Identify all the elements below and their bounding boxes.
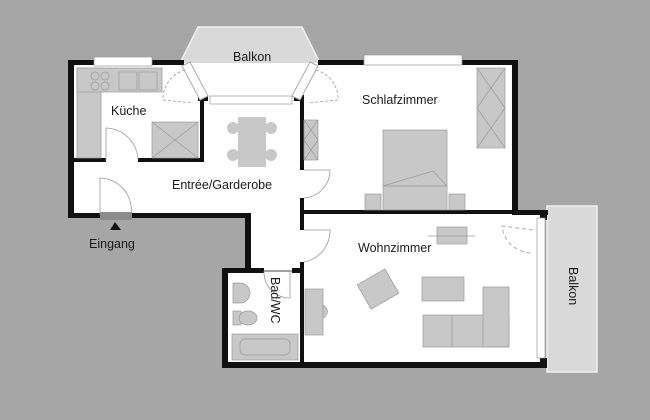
room-label-bath: Bad/WC [268, 277, 282, 324]
room-label-entrance: Entrée/Garderobe [172, 178, 273, 192]
room-label-kitchen: Küche [111, 104, 147, 118]
entrance-label: Eingang [89, 237, 135, 251]
room-label-balcony-top: Balkon [233, 50, 272, 64]
room-label-balcony-right: Balkon [566, 267, 580, 306]
kitchen-counter [76, 67, 163, 159]
windows [93, 54, 546, 359]
walls [68, 60, 548, 368]
bathroom-fixtures [231, 282, 299, 361]
door-swings [99, 69, 534, 299]
bedroom-furniture [303, 67, 506, 211]
entrance-threshold [100, 212, 132, 220]
balcony-right [546, 205, 598, 373]
living-furniture [304, 226, 510, 348]
room-label-living: Wohnzimmer [358, 241, 432, 255]
balcony-doors [181, 61, 319, 101]
kitchen-cabinet [151, 121, 199, 159]
room-label-bedroom: Schlafzimmer [362, 93, 438, 107]
dining-table [227, 117, 277, 167]
arrow-up-triangle-icon [110, 222, 121, 230]
